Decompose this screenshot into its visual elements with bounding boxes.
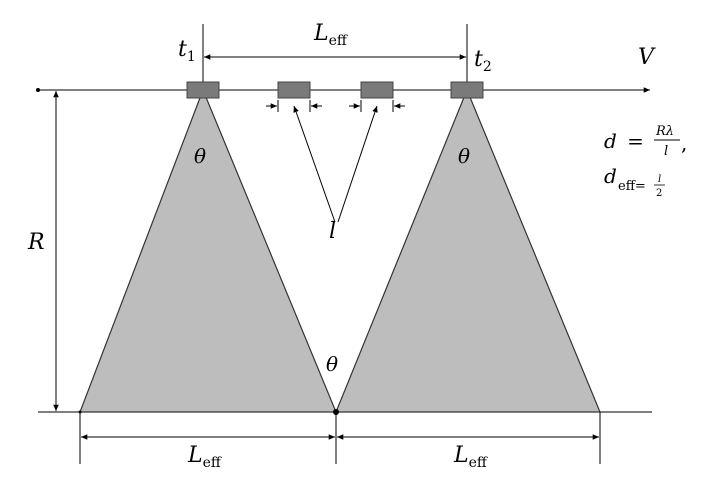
t2-label: t2 xyxy=(474,47,492,75)
formula-deff: d eff= l 2 xyxy=(604,164,665,199)
svg-text:Rλ: Rλ xyxy=(655,124,674,139)
velocity-label: V xyxy=(638,45,656,70)
svg-text:2: 2 xyxy=(656,188,662,199)
svg-text:,: , xyxy=(681,131,687,155)
left-beam-cone xyxy=(79,88,337,413)
antenna-t1 xyxy=(186,81,220,99)
l-pointer-left xyxy=(293,105,336,223)
flight-path-start-dot xyxy=(36,88,40,92)
theta-left-label: θ xyxy=(194,144,206,168)
antenna-t2 xyxy=(450,81,484,99)
theta-right-label: θ xyxy=(458,144,470,168)
t1-label: t1 xyxy=(178,37,196,65)
svg-text:d: d xyxy=(604,164,617,188)
svg-text:l: l xyxy=(658,174,661,185)
range-label: R xyxy=(27,230,45,255)
leff-top-label: Leff xyxy=(313,21,348,49)
antenna-mid-2 xyxy=(360,81,394,99)
antenna-mid-1 xyxy=(277,81,311,99)
right-beam-cone xyxy=(335,88,601,413)
svg-text:eff=: eff= xyxy=(618,179,646,194)
leff-bottom-right-label: Leff xyxy=(453,443,488,471)
element-length-label: l xyxy=(329,219,336,244)
svg-text:d =: d = xyxy=(604,129,644,153)
l-pointer-right xyxy=(337,105,378,223)
svg-text:l: l xyxy=(664,144,668,159)
theta-ground-label: θ xyxy=(326,352,338,376)
formula-d: d = Rλ l , xyxy=(604,124,687,159)
leff-bottom-left-label: Leff xyxy=(187,443,222,471)
